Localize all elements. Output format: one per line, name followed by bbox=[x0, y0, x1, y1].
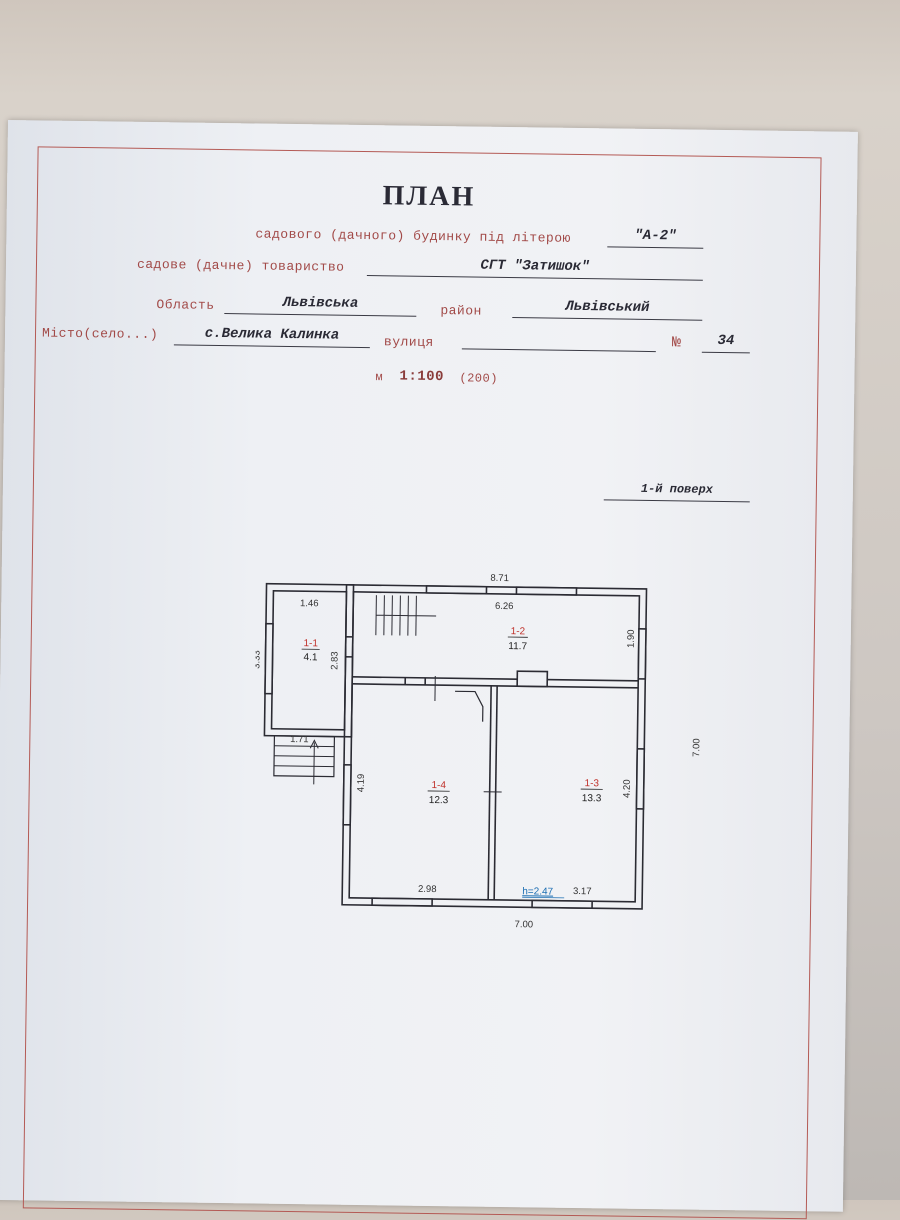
room-1-1-id: 1-1 bbox=[303, 638, 318, 649]
district-value: Львівський bbox=[512, 298, 702, 317]
city-underline bbox=[174, 344, 370, 348]
dim-room-1-1-height: 2.83 bbox=[329, 651, 340, 670]
room-1-2-id: 1-2 bbox=[511, 626, 526, 637]
floor-plan: 8.71 7.00 7.00 3.33 1.46 2.83 1.71 6.26 … bbox=[251, 564, 716, 960]
society-label: садове (дачне) товариство bbox=[137, 257, 345, 275]
dim-porch-width: 1.71 bbox=[290, 734, 309, 745]
room-1-2-area: 11.7 bbox=[508, 641, 527, 652]
oblast-underline bbox=[224, 313, 416, 317]
oblast-value: Львівська bbox=[224, 294, 416, 313]
room-1-4-area: 12.3 bbox=[429, 795, 449, 806]
society-value: СГТ "Затишок" bbox=[367, 256, 703, 277]
document-sheet: ПЛАН садового (дачного) будинку під літе… bbox=[0, 120, 858, 1212]
city-value: с.Велика Калинка bbox=[174, 325, 370, 344]
room-1-1-area: 4.1 bbox=[303, 652, 317, 663]
document-title: ПЛАН bbox=[38, 175, 820, 218]
number-label: № bbox=[672, 334, 682, 351]
floor-label: 1-й поверх bbox=[604, 481, 750, 497]
dim-room-1-4-width: 2.98 bbox=[418, 884, 437, 895]
dim-room-1-2-width: 6.26 bbox=[495, 601, 514, 612]
number-value: 34 bbox=[702, 333, 750, 350]
street-value bbox=[462, 329, 656, 332]
scale-prefix: м bbox=[375, 370, 383, 384]
ceiling-height: h=2.47 bbox=[522, 886, 553, 897]
dim-room-1-4-height: 4.19 bbox=[356, 774, 367, 793]
dim-overall-bottom: 7.00 bbox=[514, 919, 533, 930]
room-1-3-area: 13.3 bbox=[582, 793, 602, 804]
room-1-3-id: 1-3 bbox=[584, 778, 599, 789]
dim-overall-right: 7.00 bbox=[691, 738, 702, 757]
room-1-4-id: 1-4 bbox=[431, 780, 446, 791]
dim-room-1-3-width: 3.17 bbox=[573, 886, 592, 897]
street-label: вулиця bbox=[384, 334, 434, 350]
district-underline bbox=[512, 317, 702, 321]
building-label: садового (дачного) будинку під літерою bbox=[255, 226, 571, 245]
city-label: Місто(село...) bbox=[42, 325, 158, 342]
dim-room-1-3-height: 4.20 bbox=[622, 779, 633, 798]
scale-alt: (200) bbox=[459, 371, 498, 386]
dim-room-1-1-width: 1.46 bbox=[300, 598, 319, 609]
number-underline bbox=[702, 352, 750, 354]
floor-label-underline bbox=[604, 499, 750, 502]
building-letter-underline bbox=[607, 246, 703, 248]
dim-room-1-2-height: 1.90 bbox=[626, 629, 637, 648]
street-underline bbox=[462, 348, 656, 352]
building-letter: "А-2" bbox=[607, 227, 703, 244]
scale-ratio: 1:100 bbox=[399, 368, 444, 385]
oblast-label: Область bbox=[156, 297, 214, 313]
district-label: район bbox=[440, 303, 482, 319]
dim-overall-top: 8.71 bbox=[490, 573, 509, 584]
